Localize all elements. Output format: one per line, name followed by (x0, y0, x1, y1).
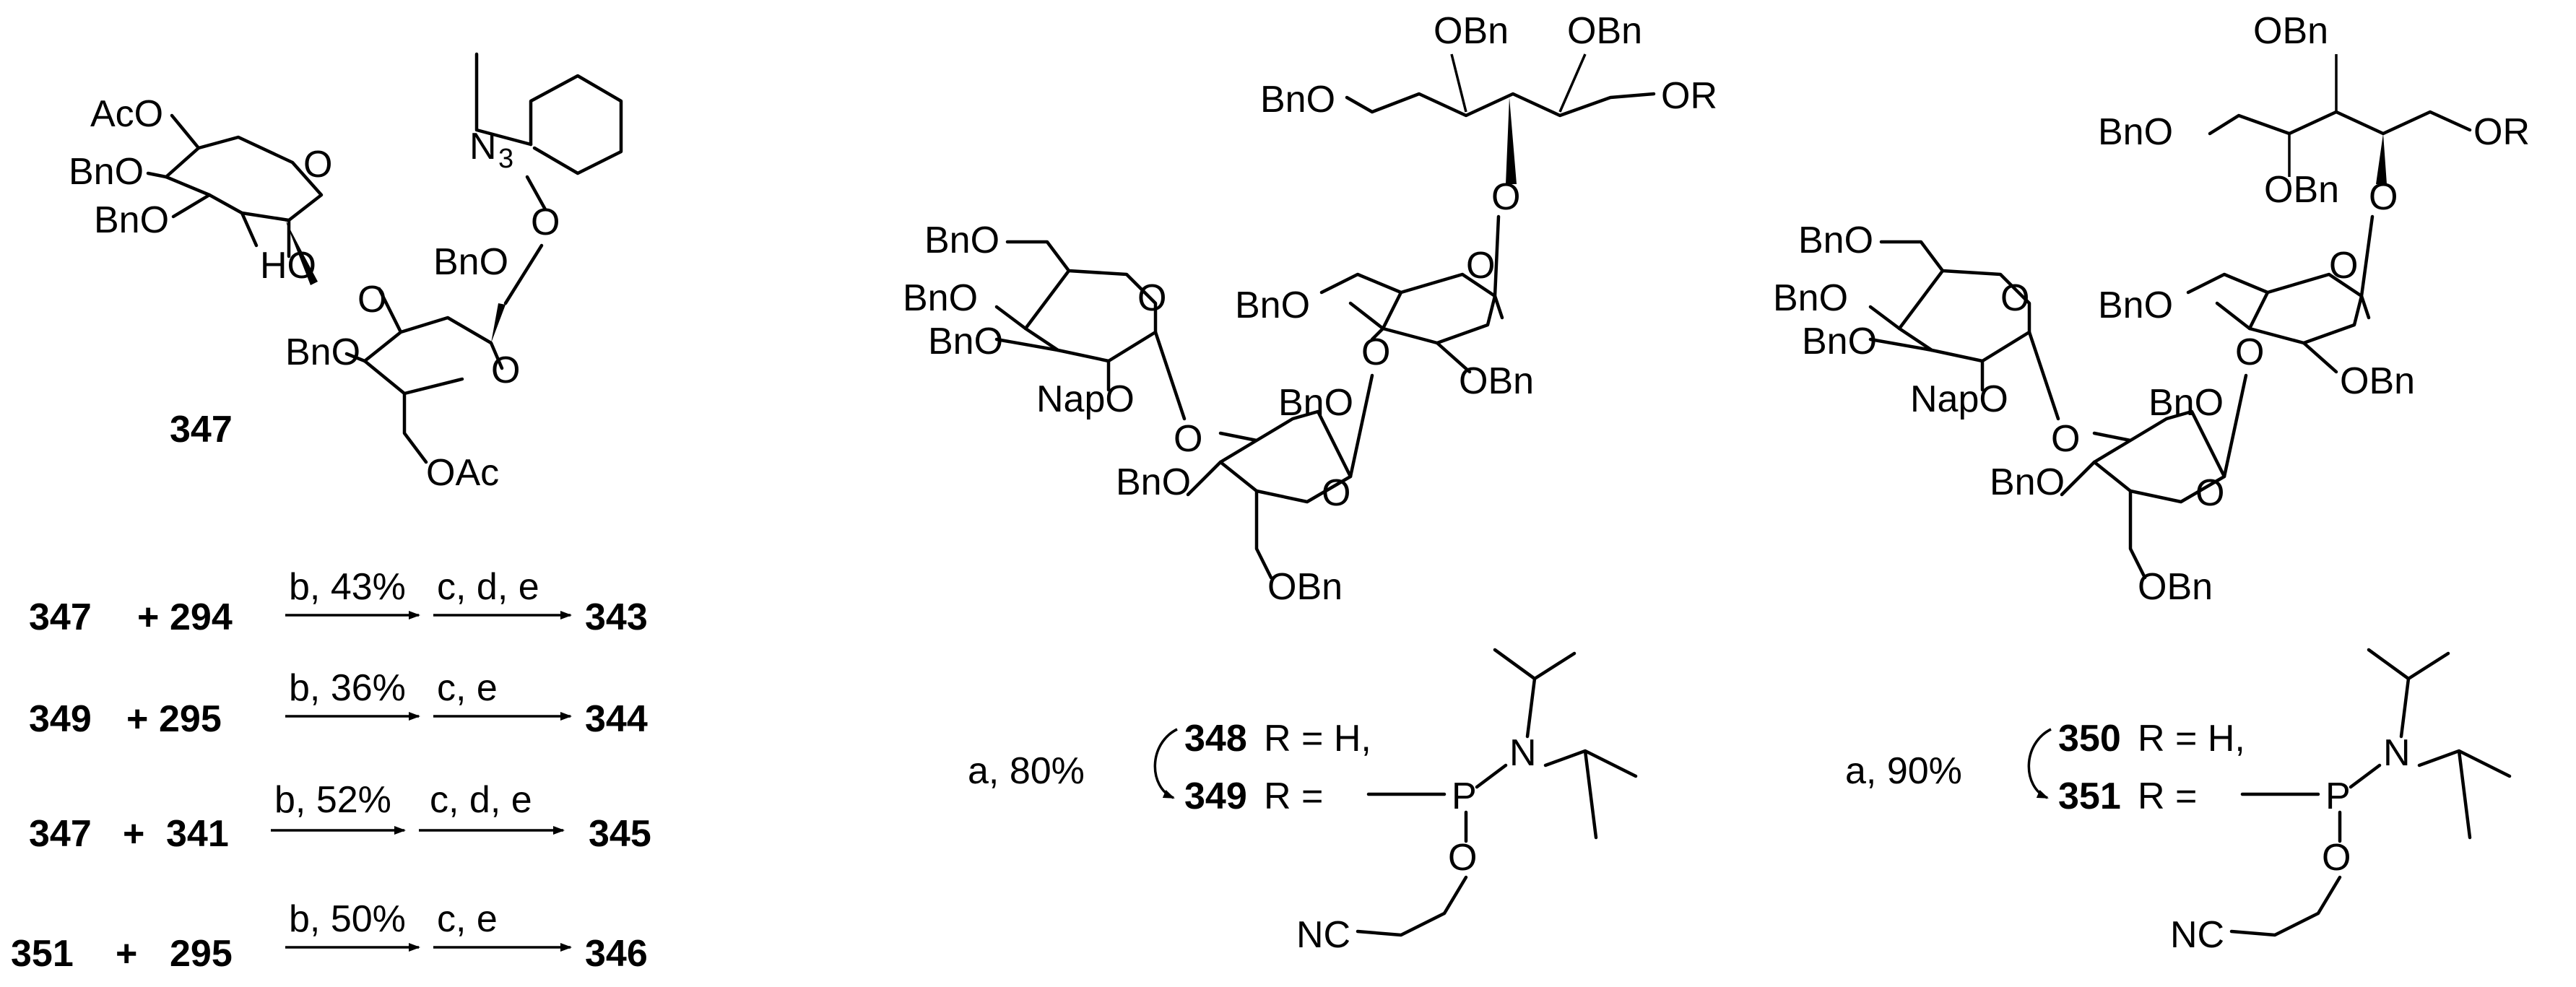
r-definition-h: R = H, (1264, 718, 1371, 760)
label-n: N (2383, 732, 2411, 774)
label-bno: BnO (433, 241, 508, 283)
step-right-label: a, 90% (1845, 750, 1962, 792)
reaction-1-product: 343 (585, 596, 648, 638)
label-bno: BnO (94, 199, 169, 241)
label-obn: OBn (1267, 566, 1343, 608)
compound-label-350: 350 (2058, 718, 2121, 760)
compound-348-349-structure: OBn OBn BnO OR O O BnO O OBn BnO BnO BnO… (903, 10, 1717, 956)
reaction-3-reactant-2: 341 (166, 813, 229, 855)
label-o: O (2235, 331, 2264, 373)
compound-label-351: 351 (2058, 775, 2121, 817)
r-definition-h: R = H, (2138, 718, 2245, 760)
reaction-3-plus: + (123, 813, 144, 855)
label-or: OR (2473, 111, 2530, 153)
reaction-3-reactant-1: 347 (29, 813, 92, 855)
reaction-2-product: 344 (585, 698, 648, 740)
label-bno: BnO (69, 151, 144, 193)
label-aco: AcO (90, 93, 163, 135)
compound-label-349: 349 (1184, 775, 1247, 817)
label-p: P (1452, 775, 1477, 817)
label-nc: NC (2170, 914, 2224, 956)
reaction-1-condition-1: b, 43% (289, 566, 406, 608)
step-right-arrow (2027, 728, 2052, 799)
label-obn: OBn (1434, 10, 1509, 52)
label-nc: NC (1296, 914, 1350, 956)
reaction-list: 347 + 294 b, 43% c, d, e 343 349 + 295 b… (11, 566, 651, 975)
reaction-3-condition-2: c, d, e (430, 779, 532, 821)
reaction-2-condition-2: c, e (437, 667, 498, 709)
reaction-4-product: 346 (585, 933, 648, 975)
label-bno: BnO (903, 277, 978, 319)
label-bno: BnO (2098, 111, 2173, 153)
label-obn: OBn (2253, 10, 2328, 52)
label-bno: BnO (1802, 321, 1877, 362)
label-oac: OAc (426, 452, 499, 494)
compound-label-348: 348 (1184, 718, 1247, 760)
label-napo: NapO (1910, 378, 2008, 420)
label-napo: NapO (1036, 378, 1135, 420)
label-bno: BnO (2148, 382, 2224, 424)
label-or: OR (1661, 75, 1717, 117)
reaction-2-plus: + (126, 698, 148, 740)
reaction-4-condition-1: b, 50% (289, 898, 406, 940)
label-bno: BnO (1260, 79, 1335, 121)
label-o: O (1174, 418, 1202, 460)
compound-label-347: 347 (170, 409, 233, 451)
label-n: N (1509, 732, 1537, 774)
reaction-1-reactant-1: 347 (29, 596, 92, 638)
reaction-2-condition-1: b, 36% (289, 667, 406, 709)
label-n3-subscript: 3 (498, 144, 513, 174)
label-obn: OBn (1459, 360, 1534, 402)
label-ring-o: O (2329, 245, 2358, 287)
label-obn: OBn (2264, 169, 2339, 211)
label-bno: BnO (924, 219, 999, 261)
r-definition-eq: R = (1264, 775, 1323, 817)
label-bno: BnO (1235, 284, 1310, 326)
label-o: O (1448, 837, 1477, 879)
r-definition-eq: R = (2138, 775, 2197, 817)
reaction-1-plus: + (137, 596, 159, 638)
label-bno: BnO (1278, 382, 1353, 424)
reaction-3-condition-1: b, 52% (274, 779, 391, 821)
label-obn: OBn (2340, 360, 2415, 402)
reaction-3-product: 345 (589, 813, 651, 855)
compound-347-structure: AcO BnO BnO O HO O BnO BnO O O N 3 OAc 3… (69, 52, 623, 494)
label-o: O (2322, 837, 2351, 879)
label-obn: OBn (2138, 566, 2213, 608)
label-bno: BnO (1116, 461, 1191, 503)
step-left-arrow (1153, 728, 1178, 799)
compound-350-351-structure: OBn BnO OR OBn O O BnO O OBn BnO BnO BnO… (1773, 10, 2530, 956)
label-bno: BnO (1773, 277, 1848, 319)
label-p: P (2325, 775, 2351, 817)
label-bno: BnO (285, 331, 360, 373)
step-left-label: a, 80% (968, 750, 1085, 792)
reaction-4-reactant-2: 295 (170, 933, 233, 975)
reaction-1-reactant-2: 294 (170, 596, 233, 638)
reaction-4-reactant-1: 351 (11, 933, 74, 975)
reaction-4-plus: + (116, 933, 137, 975)
label-bno: BnO (1990, 461, 2065, 503)
label-bno: BnO (928, 321, 1003, 362)
label-bno: BnO (1798, 219, 1873, 261)
label-o: O (2051, 418, 2080, 460)
reaction-1-condition-2: c, d, e (437, 566, 539, 608)
label-obn: OBn (1567, 10, 1642, 52)
label-o: O (1361, 331, 1390, 373)
reaction-4-condition-2: c, e (437, 898, 498, 940)
reaction-2-reactant-1: 349 (29, 698, 92, 740)
reaction-2-reactant-2: 295 (159, 698, 222, 740)
label-bno: BnO (2098, 284, 2173, 326)
label-o: O (357, 279, 386, 321)
